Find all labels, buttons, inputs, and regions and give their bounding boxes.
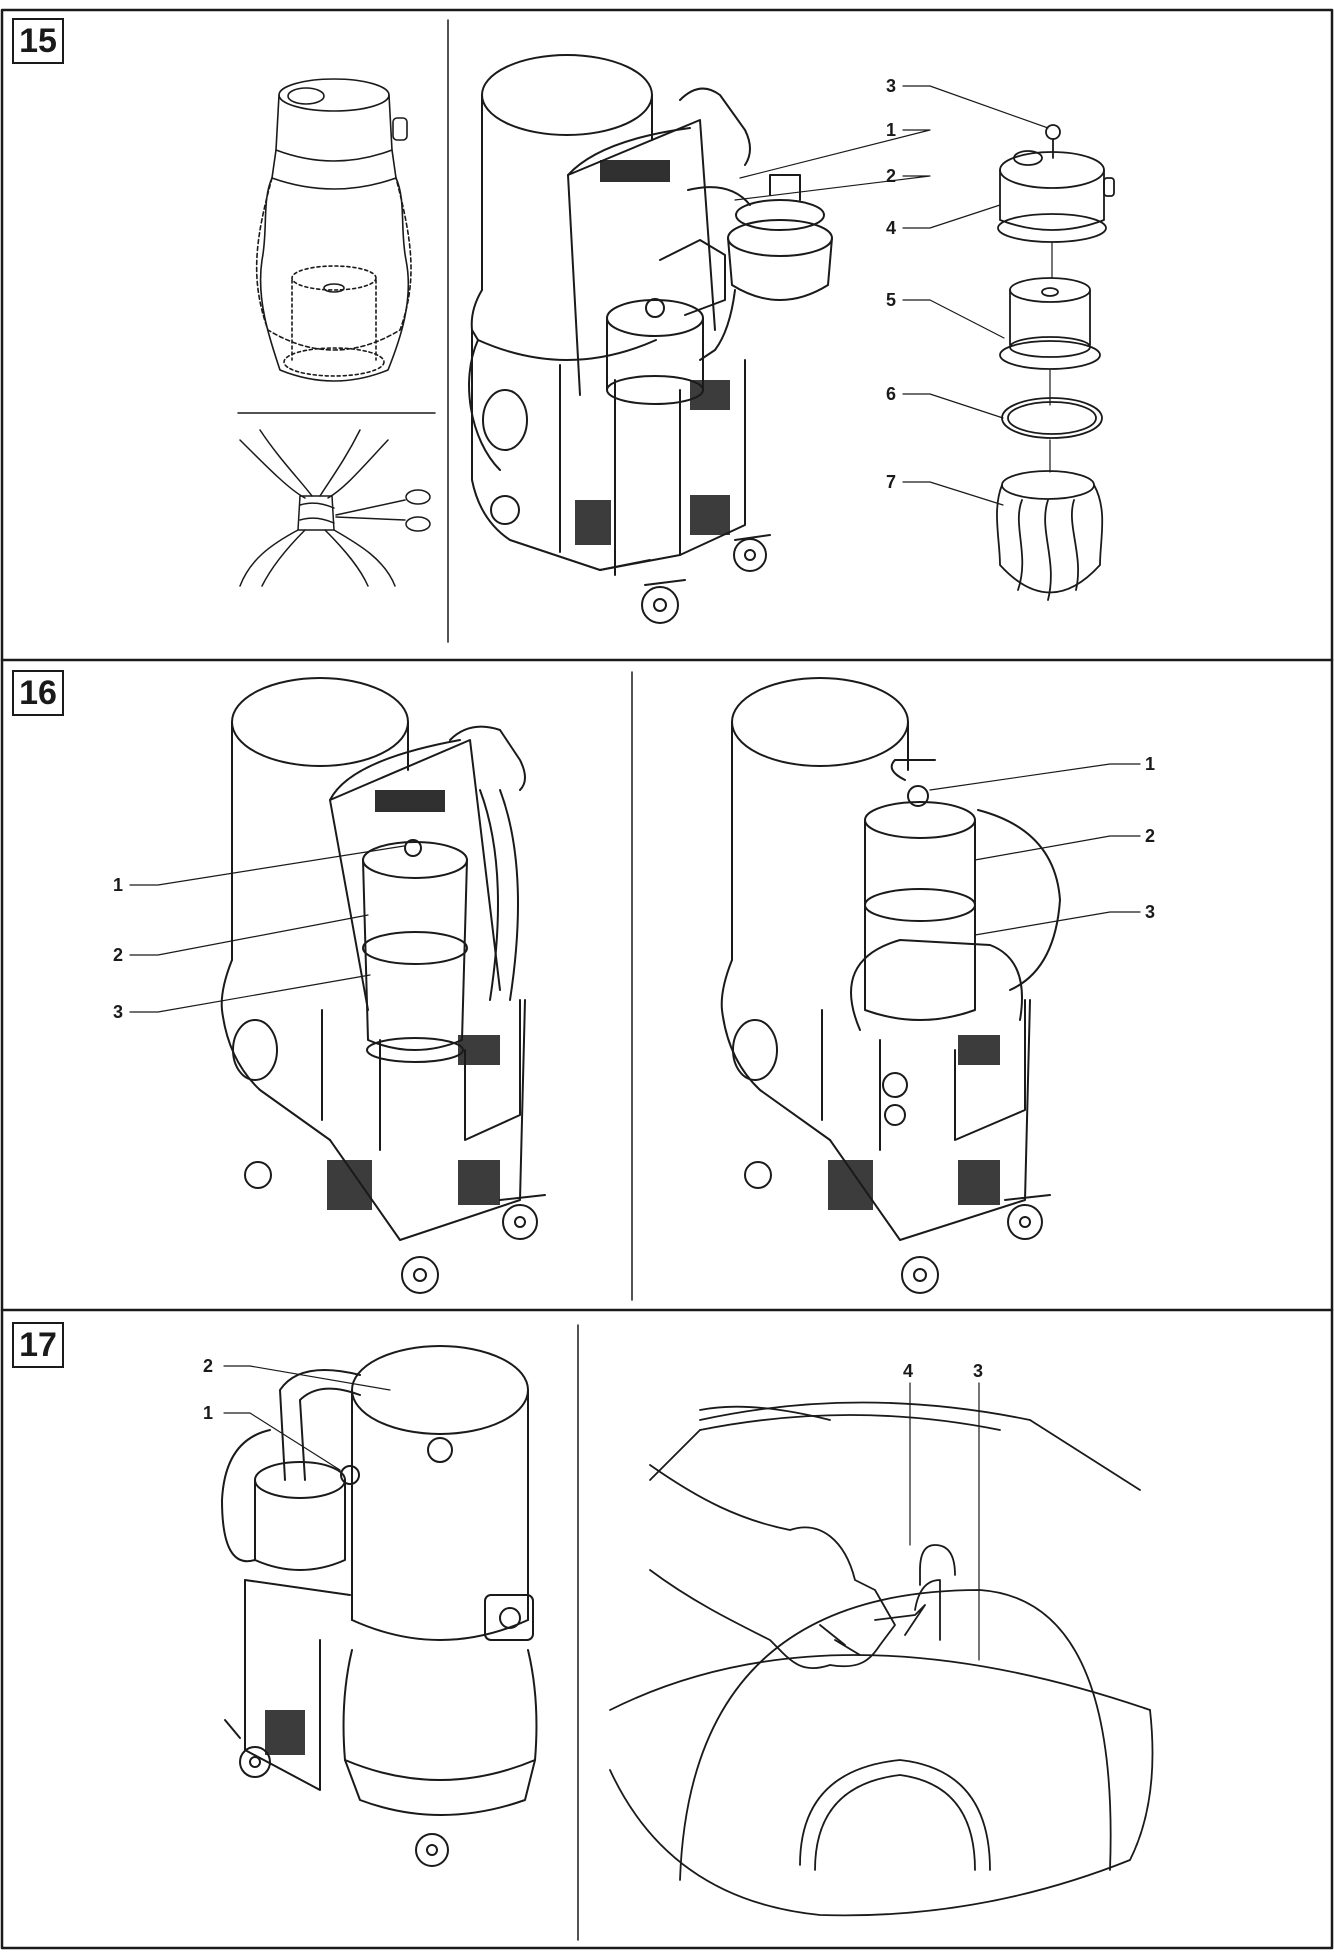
callout-15-6: 6 <box>886 384 897 404</box>
callout-15-2: 2 <box>886 166 897 186</box>
callout-15-7: 7 <box>886 472 897 492</box>
panel-number-17: 17 <box>12 1322 64 1368</box>
vacuum-machine-drawing-17 <box>221 1345 538 1867</box>
callout-16a-2: 2 <box>113 945 124 965</box>
callout-leaders-15 <box>734 85 1049 506</box>
vacuum-machine-drawing-16a <box>220 677 546 1294</box>
callout-15-3: 3 <box>886 76 897 96</box>
exploded-filter-parts <box>996 124 1115 601</box>
callout-17b-3: 3 <box>973 1361 984 1381</box>
filter-bag-drawing <box>255 78 412 382</box>
callout-17a-2: 2 <box>203 1356 214 1376</box>
callout-leaders-17 <box>223 1365 980 1661</box>
callout-17a-1: 1 <box>203 1403 214 1423</box>
callout-16b-3: 3 <box>1145 902 1156 922</box>
vacuum-machine-drawing-16b <box>720 677 1061 1294</box>
vacuum-machine-drawing-15 <box>468 54 833 624</box>
callout-15-4: 4 <box>886 218 897 238</box>
bag-tie-scissors-drawing <box>239 429 431 587</box>
callout-16a-1: 1 <box>113 875 124 895</box>
callout-16a-3: 3 <box>113 1002 124 1022</box>
callout-15-1: 1 <box>886 120 897 140</box>
callout-15-5: 5 <box>886 290 897 310</box>
page-frame <box>0 8 1334 1950</box>
container-interior-drawing <box>609 1401 1154 1917</box>
callout-16b-2: 2 <box>1145 826 1156 846</box>
callout-16b-1: 1 <box>1145 754 1156 774</box>
callout-leaders-16 <box>129 763 1141 1013</box>
panel-number-16: 16 <box>12 670 64 716</box>
panel-number-15: 15 <box>12 18 64 64</box>
callout-17b-4: 4 <box>903 1361 914 1381</box>
